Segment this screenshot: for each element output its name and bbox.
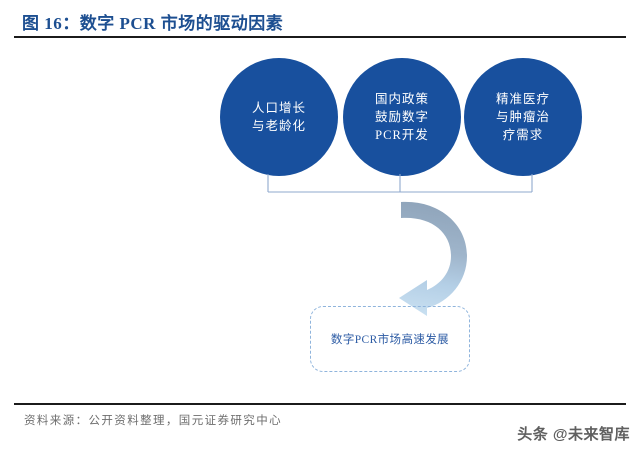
bracket-connector-icon	[267, 174, 533, 193]
driver-line: 疗需求	[502, 128, 544, 142]
driver-line: 鼓励数字	[374, 110, 429, 124]
outcome-box[interactable]: 数字PCR市场高速发展	[310, 306, 470, 372]
driver-circle-precision-medicine-oncology[interactable]: 精准医疗 与肿瘤治 疗需求	[464, 58, 582, 176]
driver-line: 与肿瘤治	[495, 110, 550, 124]
figure-title: 图 16：数字 PCR 市场的驱动因素	[22, 14, 284, 33]
driver-circle-population-growth-aging[interactable]: 人口增长 与老龄化	[220, 58, 338, 176]
watermark: 头条 @未来智库	[517, 426, 630, 443]
title-divider	[14, 36, 626, 38]
driver-line: 人口增长	[251, 101, 306, 115]
driver-line: 与老龄化	[251, 119, 306, 133]
outcome-label: 数字PCR市场高速发展	[330, 334, 450, 346]
driver-line: 精准医疗	[495, 92, 550, 106]
driver-line: 国内政策	[374, 92, 429, 106]
footer-divider	[14, 403, 626, 405]
driver-line: PCR开发	[375, 128, 429, 142]
driver-circle-domestic-policy-digital-pcr[interactable]: 国内政策 鼓励数字 PCR开发	[343, 58, 461, 176]
source-note: 资料来源：公开资料整理，国元证券研究中心	[24, 415, 282, 427]
curved-arrow-down-icon	[399, 201, 467, 316]
